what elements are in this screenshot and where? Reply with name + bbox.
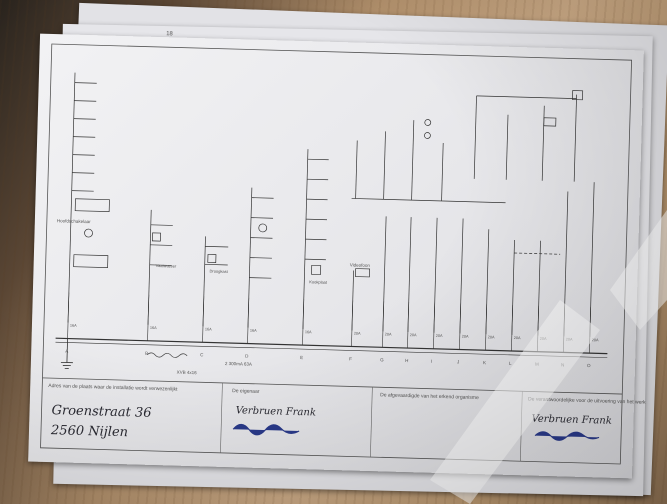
breaker-row	[67, 292, 591, 354]
stamp-droogkast: Droogkast	[209, 268, 228, 274]
rating-i: 20A	[436, 334, 443, 338]
circuit-letter-a: A	[65, 348, 68, 353]
rating-f: 20A	[354, 332, 361, 336]
rating-d: 16A	[250, 329, 257, 333]
watermark	[430, 210, 667, 504]
rating-j: 20A	[462, 335, 469, 339]
circuit-letter-k: K	[483, 360, 486, 365]
rating-l: 20A	[514, 336, 521, 340]
circuit-a	[67, 72, 110, 323]
circuit-letter-b: B	[145, 351, 148, 356]
sub-board	[351, 90, 584, 204]
owner-name: Verbruen Frank	[235, 405, 316, 418]
address-line-2: 2560 Nijlen	[50, 423, 128, 440]
installer-signature	[534, 431, 600, 441]
rating-k: 20A	[488, 335, 495, 339]
installer-heading: De verantwoordelijke voor de uitvoering …	[528, 396, 646, 405]
circuit-letter-h: H	[405, 358, 408, 363]
page-number: 18	[166, 31, 174, 37]
breaker-ratings: 16A 16A 16A 16A 16A 20A 20A 20A 20A 20A …	[70, 324, 599, 343]
rating-e: 16A	[305, 330, 312, 334]
owner-signature	[232, 423, 300, 436]
circuit-letter-l: L	[509, 361, 512, 366]
installer-name: Verbruen Frank	[531, 414, 612, 427]
rating-b: 16A	[150, 326, 157, 330]
rating-o: 20A	[592, 338, 599, 342]
address-heading: Adres van de plaats waar de installatie …	[48, 383, 178, 393]
circuit-letter-o: O	[587, 363, 591, 368]
rating-c: 16A	[205, 327, 212, 331]
circuit-letter-c: C	[200, 352, 204, 357]
circuit-letter-g: G	[380, 357, 384, 362]
circuit-f	[351, 268, 371, 331]
circuit-letter-j: J	[457, 359, 459, 364]
main-switch-symbol	[146, 352, 188, 358]
circuit-letter-i: I	[431, 359, 432, 364]
circuits-b-e	[147, 149, 329, 330]
main-cable-label: XVB 4x16	[177, 370, 198, 376]
rating-h: 20A	[410, 333, 417, 337]
main-rating-label: 2 300mA 63A	[225, 361, 252, 367]
main-breaker-label: Hoofdschakelaar	[57, 218, 91, 224]
inspector-heading: De afgevaardigde van het erkend organism…	[380, 392, 479, 401]
drawing-frame	[40, 43, 632, 465]
rating-g: 20A	[385, 332, 392, 336]
circuit-letter-d: D	[245, 354, 249, 359]
owner-heading: De eigenaar	[232, 388, 260, 395]
stamp-videofoon: Videofoon	[350, 262, 371, 268]
circuit-letter-e: E	[300, 355, 303, 360]
stamp-kookplaat: Kookplaat	[309, 279, 328, 285]
address-line-1: Groenstraat 36	[51, 403, 151, 421]
rating-a: 16A	[70, 324, 77, 328]
ground-lead	[66, 338, 68, 363]
circuit-letter-f: F	[349, 356, 352, 361]
stamp-vaatwasser: Vaatwasser	[156, 263, 177, 269]
